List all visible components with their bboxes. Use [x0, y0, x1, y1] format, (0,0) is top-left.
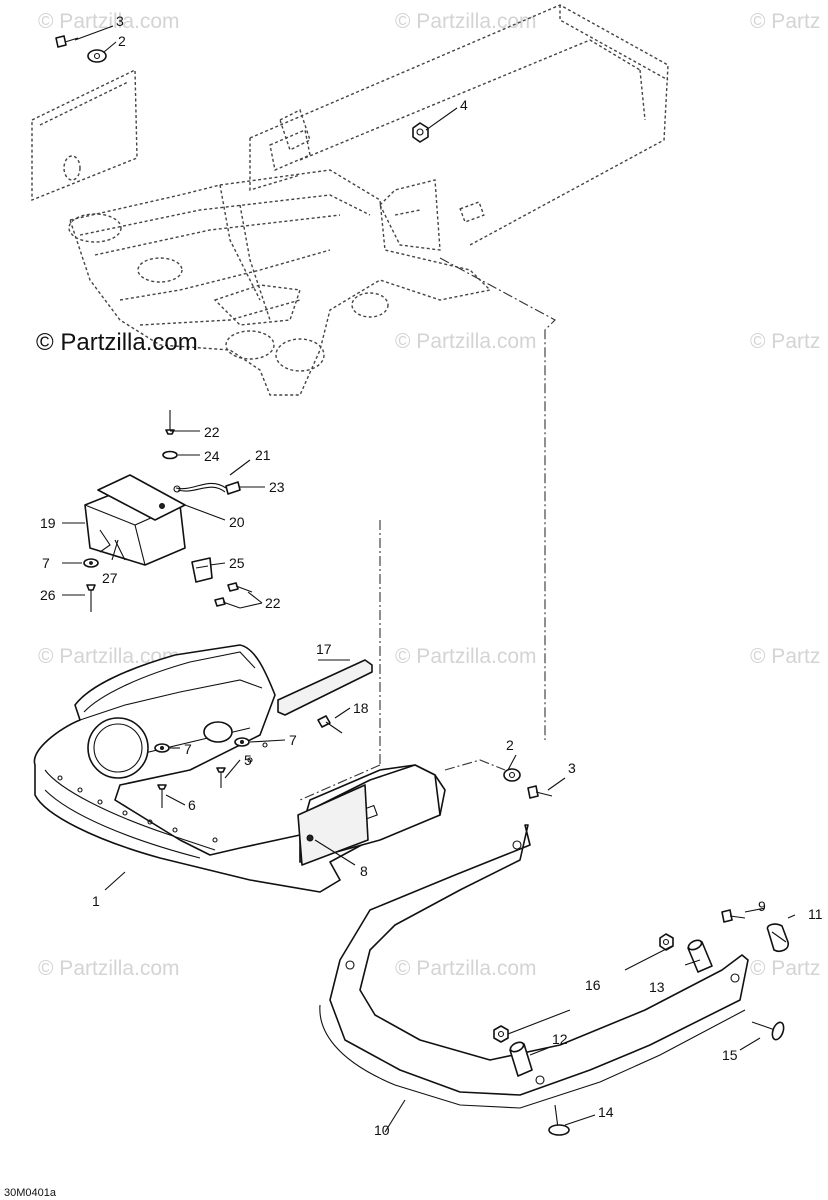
watermark-layer: © Partzilla.com © Partzilla.com © Partz … [38, 10, 820, 980]
bumper-cap [766, 923, 790, 952]
watermark: © Partzilla.com [395, 957, 537, 980]
watermark: © Partz [750, 330, 820, 353]
washer [154, 743, 170, 753]
bolt [527, 785, 553, 799]
callout-5: 5 [244, 752, 252, 768]
watermark: © Partz [750, 957, 820, 980]
nut [493, 1025, 509, 1043]
bolt [165, 410, 175, 435]
callout-16: 16 [585, 977, 601, 993]
callout-1: 1 [92, 893, 100, 909]
rivet [86, 584, 96, 612]
washer [83, 558, 99, 568]
watermark: © Partzilla.com [38, 10, 180, 33]
spacer-sleeve [687, 939, 713, 973]
callout-7: 7 [289, 732, 297, 748]
rivet [216, 767, 226, 788]
callout-4: 4 [460, 97, 468, 113]
carriage-bolt [751, 1021, 785, 1041]
callout-12: 12 [552, 1031, 568, 1047]
washer [234, 737, 250, 747]
callout-26: 26 [40, 587, 56, 603]
screw [317, 715, 343, 734]
callout-8: 8 [360, 863, 368, 879]
carriage-bolt [548, 1104, 570, 1136]
callout-7: 7 [42, 555, 50, 571]
callout-2: 2 [118, 33, 126, 49]
alignment-lines [299, 257, 556, 801]
washer [503, 768, 521, 782]
callout-20: 20 [229, 514, 245, 530]
watermark: © Partz [750, 10, 820, 33]
bumper-loop [319, 824, 749, 1109]
rivet [227, 582, 253, 593]
callout-23: 23 [269, 479, 285, 495]
nut [412, 122, 429, 143]
frame-ghost-outline [31, 4, 669, 396]
wire-harness [173, 481, 241, 495]
bolt [721, 909, 746, 923]
washer [162, 450, 178, 460]
callout-15: 15 [722, 1047, 738, 1063]
callout-2: 2 [506, 737, 514, 753]
callout-22: 22 [265, 595, 281, 611]
callout-6: 6 [188, 797, 196, 813]
leader-lines [62, 25, 796, 1133]
spacer-sleeve [509, 1041, 533, 1077]
callout-27: 27 [102, 570, 118, 586]
bracket-rivet [306, 834, 314, 842]
watermark: © Partzilla.com [38, 645, 180, 668]
watermark: © Partzilla.com [395, 330, 537, 353]
tray-pan [33, 644, 446, 893]
figure-code: 30M0401a [4, 1187, 57, 1199]
callout-10: 10 [374, 1122, 390, 1138]
callout-21: 21 [255, 447, 271, 463]
bracket [297, 784, 369, 866]
watermark: © Partzilla.com [395, 645, 537, 668]
rivet [157, 784, 167, 808]
callout-3: 3 [568, 760, 576, 776]
watermark: © Partzilla.com [395, 10, 537, 33]
callout-11: 11 [808, 906, 823, 922]
callout-7: 7 [184, 741, 192, 757]
nut [659, 933, 674, 951]
watermark: © Partzilla.com [38, 957, 180, 980]
callout-13: 13 [649, 979, 665, 995]
washer [87, 49, 107, 63]
callout-24: 24 [204, 448, 220, 464]
trim-strip [277, 659, 373, 716]
callout-22: 22 [204, 424, 220, 440]
clip-bracket [191, 557, 213, 583]
callout-18: 18 [353, 700, 369, 716]
bolt [55, 35, 79, 48]
callout-19: 19 [40, 515, 56, 531]
watermark: © Partz [750, 645, 820, 668]
callout-3: 3 [116, 13, 124, 29]
callout-9: 9 [758, 898, 766, 914]
copyright-text: © Partzilla.com [36, 329, 198, 356]
callout-25: 25 [229, 555, 245, 571]
callout-17: 17 [316, 641, 332, 657]
callout-labels: 3 2 4 22 24 21 23 20 19 7 27 25 26 22 17… [40, 13, 823, 1138]
callout-14: 14 [598, 1104, 614, 1120]
rivet [214, 597, 241, 609]
